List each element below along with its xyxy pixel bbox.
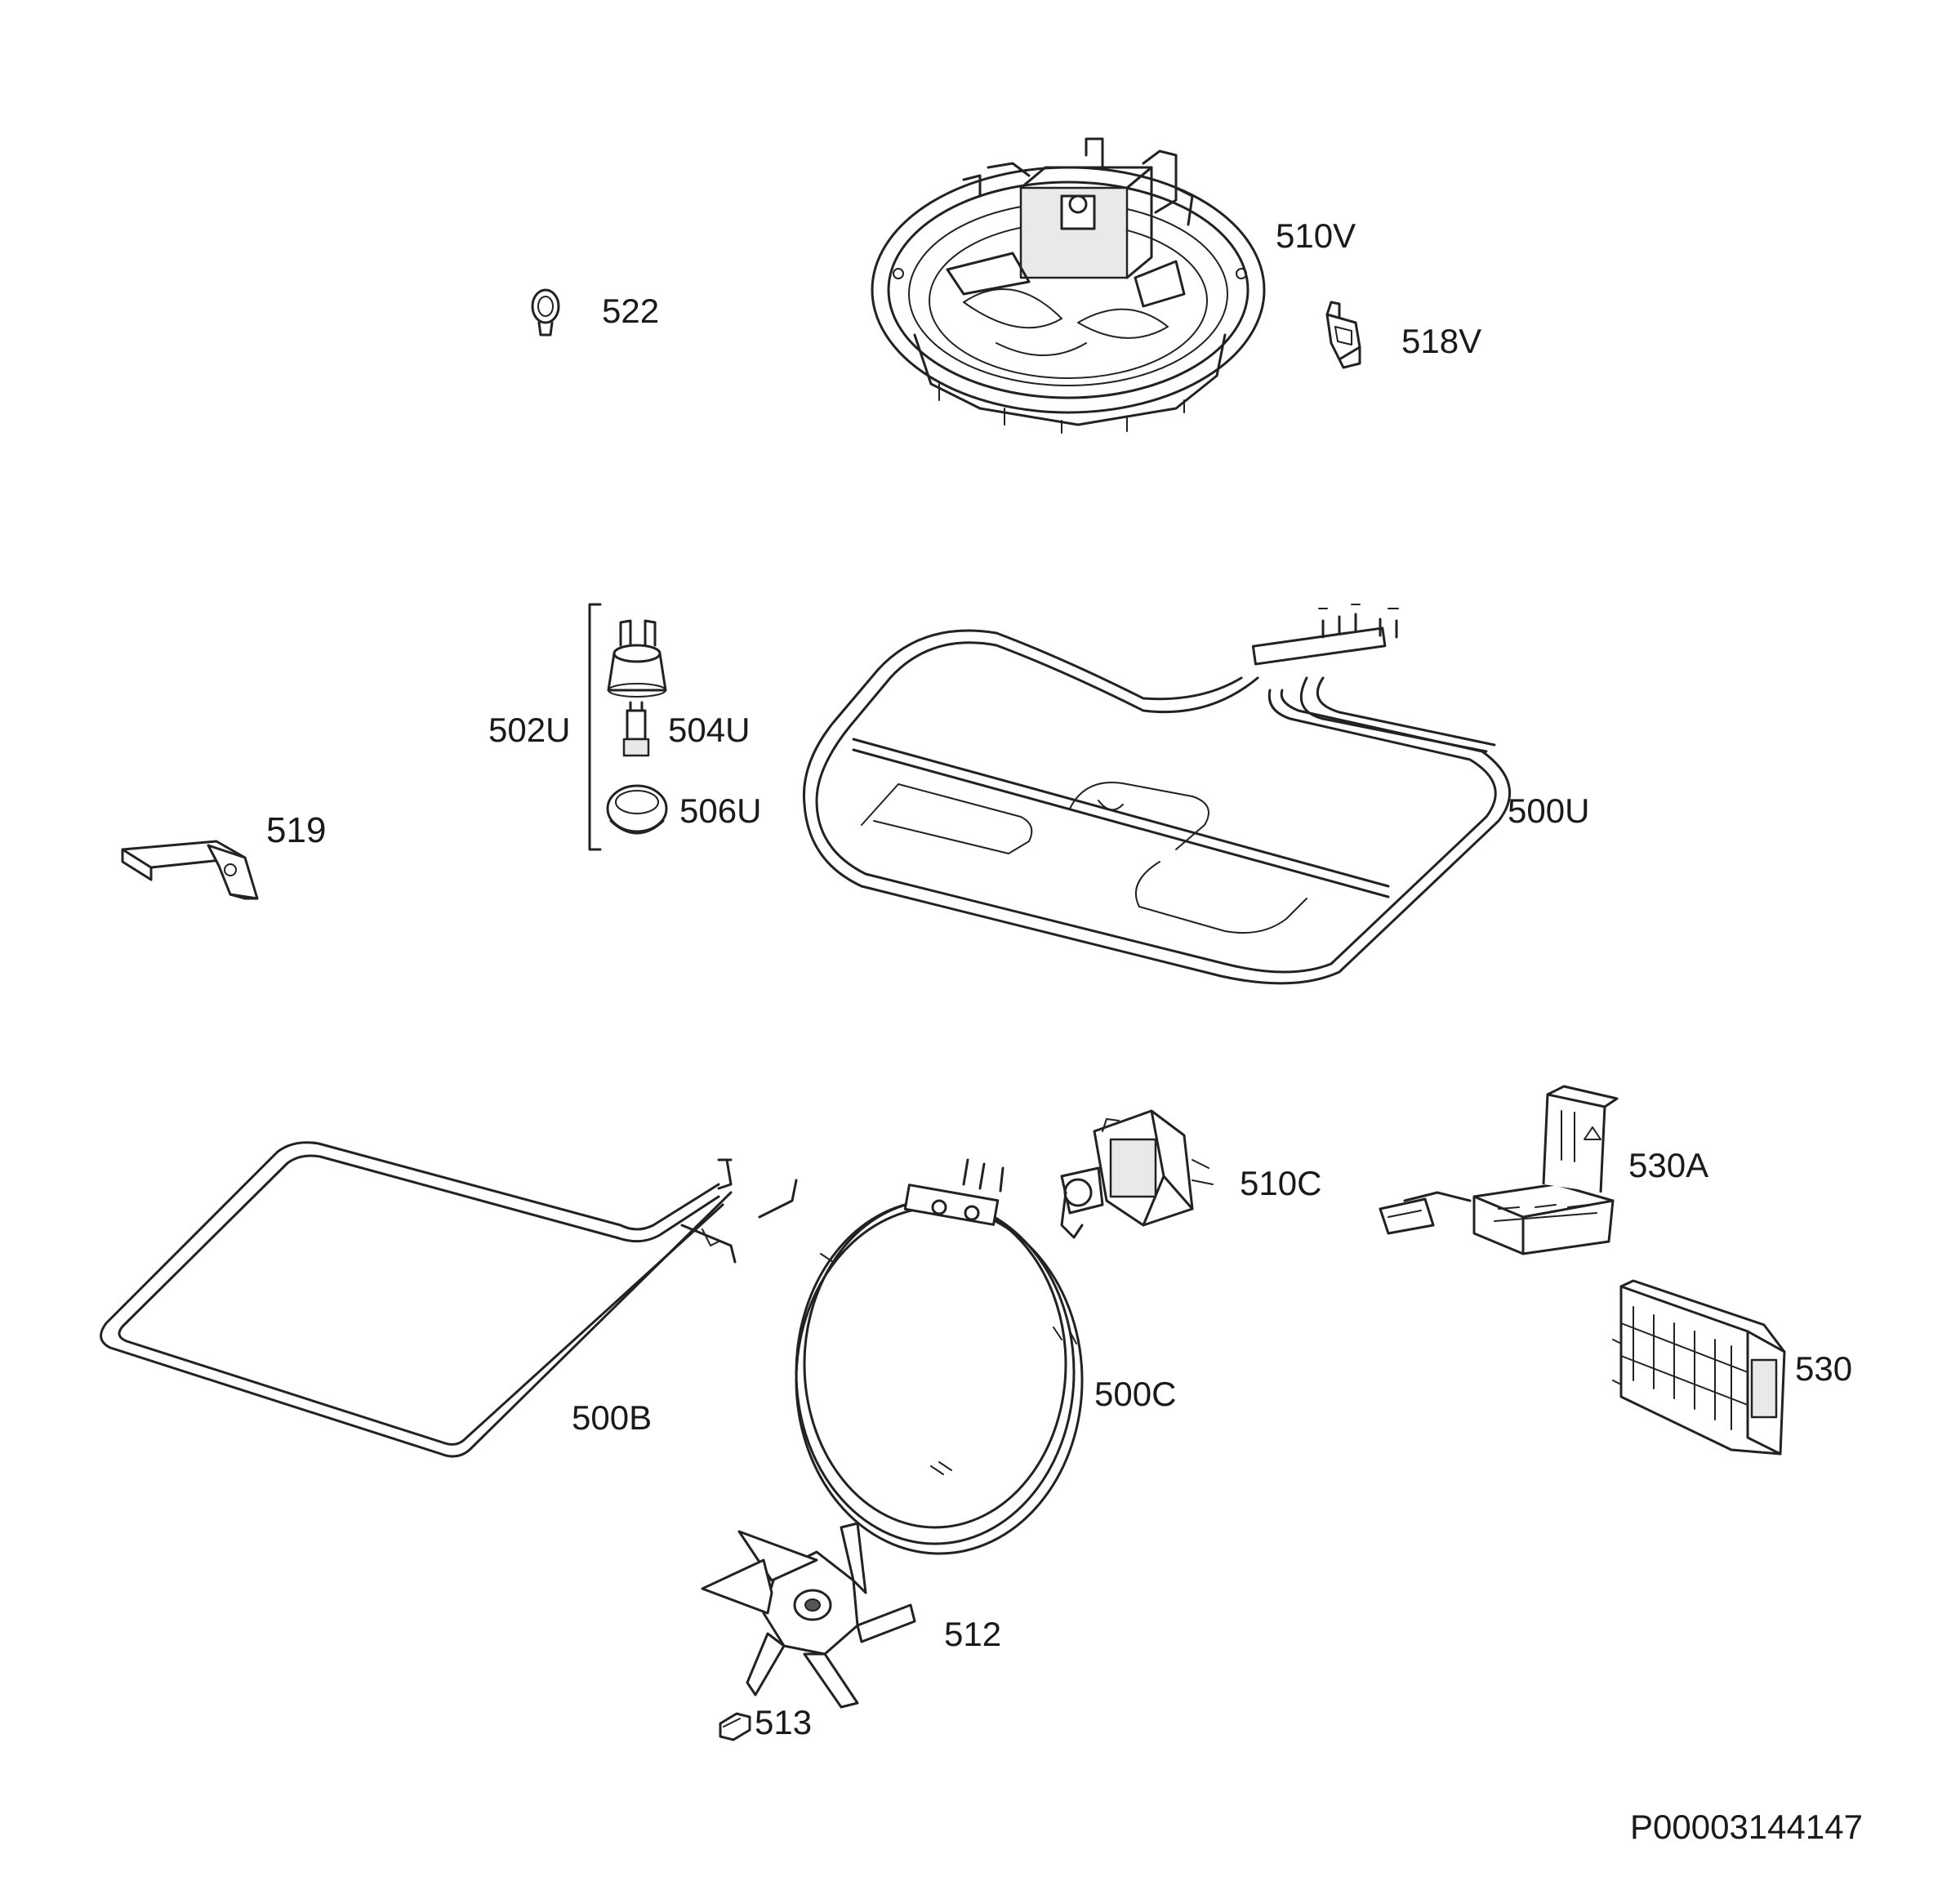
part-512-fan-blade — [701, 1522, 916, 1709]
label-530A: 530A — [1628, 1146, 1709, 1184]
part-510C-convection-motor — [1060, 1109, 1214, 1239]
part-519-bracket-plate — [121, 840, 259, 900]
part-530-control-block — [1612, 1279, 1786, 1456]
label-502U: 502U — [488, 711, 571, 749]
label-512: 512 — [944, 1615, 1002, 1653]
label-522: 522 — [602, 292, 660, 330]
part-513-nut — [719, 1712, 751, 1741]
label-510V: 510V — [1276, 216, 1356, 255]
part-530A-terminal-block — [1379, 1085, 1619, 1255]
label-519: 519 — [266, 810, 327, 850]
label-500B: 500B — [572, 1398, 653, 1437]
label-504U: 504U — [668, 711, 751, 749]
group-502U-bracket-line — [588, 603, 602, 851]
label-510C: 510C — [1240, 1164, 1322, 1202]
part-504U-bulb — [622, 701, 650, 757]
label-518V: 518V — [1401, 322, 1482, 360]
part-502U-lamp-housing — [607, 619, 667, 698]
label-500U: 500U — [1508, 791, 1590, 830]
part-500U-upper-heating-element — [802, 604, 1512, 985]
label-506U: 506U — [679, 791, 762, 830]
label-530: 530 — [1795, 1349, 1853, 1388]
part-518V-bracket — [1325, 301, 1361, 369]
part-522-clip — [531, 288, 560, 337]
part-500B-lower-heating-element — [100, 1141, 798, 1458]
label-513: 513 — [755, 1703, 813, 1741]
part-506U-lamp-cover — [606, 784, 668, 835]
drawing-code: P00003144147 — [1630, 1808, 1863, 1846]
part-510V-fan-motor-assembly — [871, 137, 1266, 434]
part-500C-circular-heating-element — [795, 1158, 1084, 1555]
label-500C: 500C — [1094, 1375, 1177, 1413]
